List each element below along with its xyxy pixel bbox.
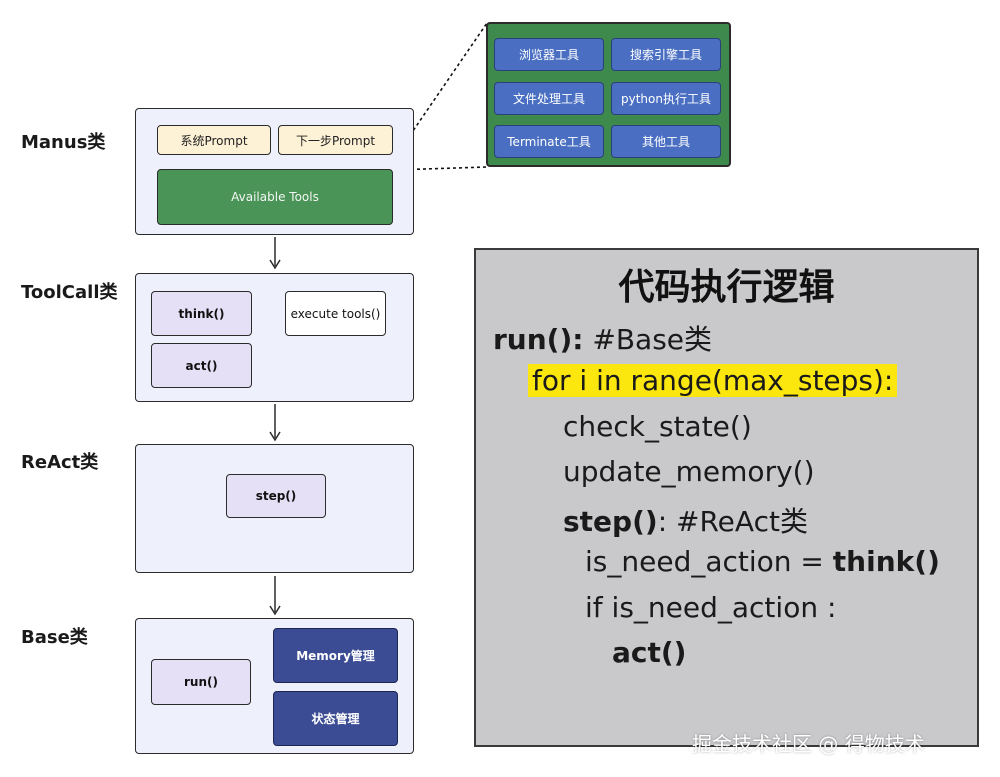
label-manus-class: Manus类	[21, 132, 106, 153]
think-keyword: think()	[832, 545, 940, 578]
arrowhead-2	[269, 431, 281, 442]
is-need-action-assign: is_need_action =	[585, 545, 833, 578]
step-method-box: step()	[226, 474, 326, 518]
memory-management-box: Memory管理	[273, 628, 398, 683]
tool-file-processing: 文件处理工具	[494, 82, 604, 115]
code-panel-title: 代码执行逻辑	[618, 267, 835, 308]
code-logic-panel	[474, 248, 979, 747]
label-react-class: ReAct类	[21, 452, 99, 473]
dotted-callout-top	[392, 22, 488, 161]
run-comment: #Base类	[583, 323, 713, 356]
act-keyword: act()	[612, 636, 687, 669]
code-line-update-memory: update_memory()	[563, 455, 815, 488]
step-comment: : #ReAct类	[657, 505, 808, 538]
system-prompt-box: 系统Prompt	[157, 125, 271, 155]
react-layer	[135, 444, 414, 573]
watermark: 掘金技术社区 @ 得物技术	[692, 732, 925, 756]
run-keyword: run():	[493, 323, 584, 356]
tool-other: 其他工具	[611, 125, 721, 158]
code-line-check-state: check_state()	[563, 410, 752, 443]
code-line-act: act()	[612, 636, 686, 669]
arrowhead-1	[269, 259, 281, 270]
tool-browser: 浏览器工具	[494, 38, 604, 71]
run-method-box: run()	[151, 659, 251, 705]
tool-python-exec: python执行工具	[611, 82, 721, 115]
label-base-class: Base类	[21, 627, 88, 648]
code-line-is-need-action: is_need_action = think()	[585, 545, 940, 578]
execute-tools-method-box: execute tools()	[285, 291, 386, 336]
state-management-box: 状态管理	[273, 691, 398, 746]
step-keyword: step()	[563, 505, 658, 538]
tool-search-engine: 搜索引擎工具	[611, 38, 721, 71]
next-step-prompt-box: 下一步Prompt	[278, 125, 393, 155]
available-tools-box: Available Tools	[157, 169, 393, 225]
label-toolcall-class: ToolCall类	[21, 282, 118, 303]
tool-terminate: Terminate工具	[494, 125, 604, 158]
code-line-if: if is_need_action :	[585, 591, 837, 624]
think-method-box: think()	[151, 291, 252, 336]
code-line-run: run(): #Base类	[493, 318, 712, 358]
for-loop-highlight: for i in range(max_steps):	[528, 364, 898, 397]
act-method-box: act()	[151, 343, 252, 388]
code-line-for-loop: for i in range(max_steps):	[528, 364, 898, 397]
arrowhead-3	[269, 605, 281, 616]
dotted-callout-bottom	[392, 166, 488, 171]
code-line-step: step(): #ReAct类	[563, 500, 808, 540]
